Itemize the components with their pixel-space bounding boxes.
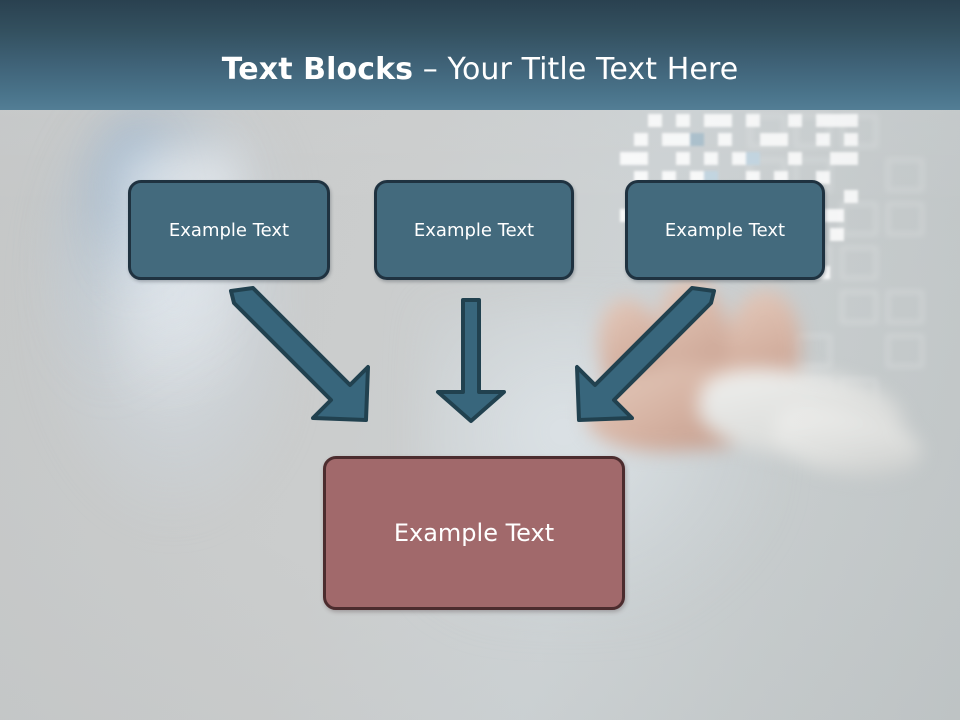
result-text-block[interactable]: Example Text [323, 456, 625, 610]
text-block-2-label: Example Text [413, 219, 535, 241]
text-block-3[interactable]: Example Text [625, 180, 825, 280]
result-text-block-label: Example Text [393, 519, 555, 547]
slide-header-banner: Text Blocks – Your Title Text Here [0, 0, 960, 110]
page-title-separator: – [413, 52, 448, 87]
text-block-1[interactable]: Example Text [128, 180, 330, 280]
page-title-regular: Your Title Text Here [447, 52, 739, 87]
page-title: Text Blocks – Your Title Text Here [0, 51, 960, 89]
text-block-1-label: Example Text [168, 219, 290, 241]
text-block-2[interactable]: Example Text [374, 180, 574, 280]
text-block-3-label: Example Text [664, 219, 786, 241]
page-title-bold: Text Blocks [221, 52, 414, 87]
background-hand-photo [583, 272, 927, 487]
